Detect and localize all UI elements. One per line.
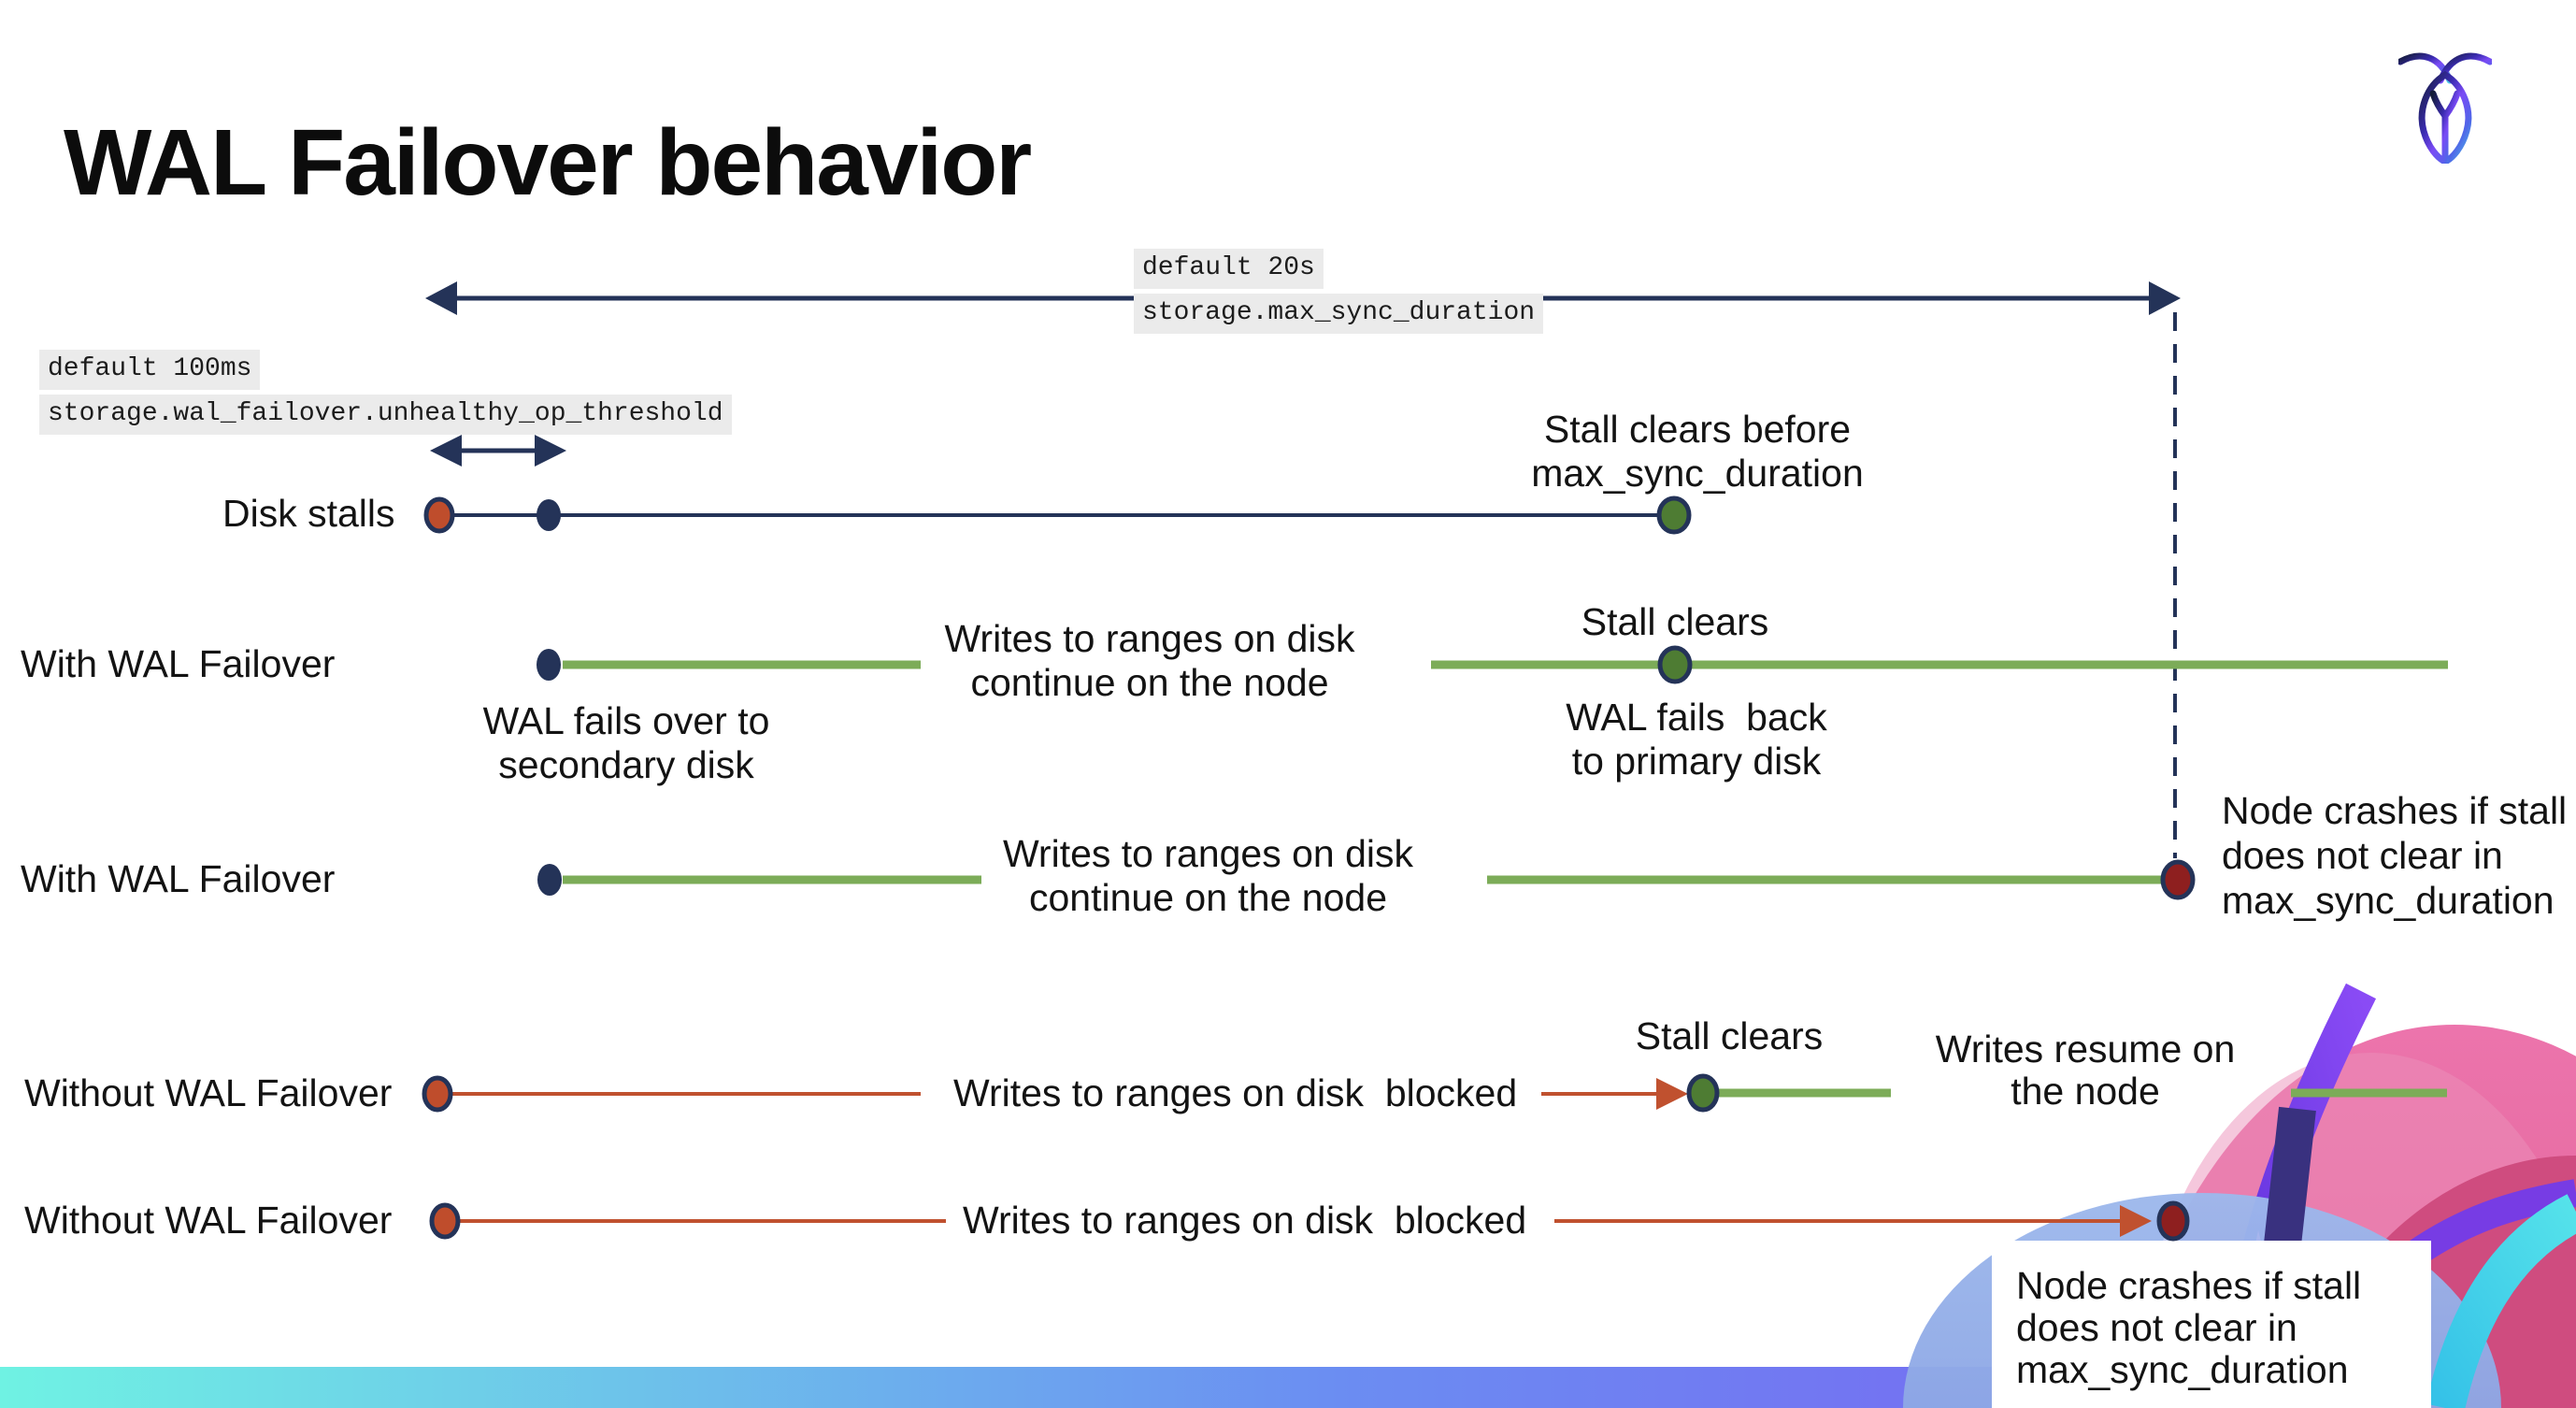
disk-stall-start-dot — [423, 496, 455, 534]
nowal2-crash-dot — [2156, 1200, 2190, 1242]
max-sync-arrowhead-left — [425, 281, 457, 315]
max-sync-duration-setting-label: default 20s storage.max_sync_duration — [1134, 249, 1544, 334]
wal1-failover-dot — [537, 649, 561, 681]
nowal2-stall-start-dot — [429, 1202, 461, 1240]
stall-clears-label-2: Stall clears — [1635, 1014, 1824, 1057]
unhealthy-op-setting-name: storage.wal_failover.unhealthy_op_thresh… — [39, 395, 732, 435]
unhealthy-op-threshold-setting-label: default 100ms storage.wal_failover.unhea… — [39, 350, 732, 435]
writes-resume-label: Writes resume on the node — [1935, 1027, 2236, 1113]
logo-y-stem — [2429, 90, 2461, 164]
row-label-without-wal-failover-1: Without WAL Failover — [24, 1071, 393, 1114]
failover-threshold-dot — [537, 499, 561, 531]
unhealthy-op-default-value: default 100ms — [39, 350, 261, 390]
nowal1-red-arrowhead — [1656, 1078, 1688, 1110]
nowal1-stall-start-dot — [422, 1075, 453, 1113]
nowal2-red-arrowhead — [2120, 1205, 2152, 1237]
stall-clears-before-label: Stall clears before max_sync_duration — [1531, 408, 1864, 495]
row-label-with-wal-failover-2: With WAL Failover — [21, 857, 336, 900]
max-sync-arrowhead-right — [2149, 281, 2181, 315]
wal-fails-back-label: WAL fails back to primary disk — [1566, 696, 1827, 783]
nowal1-stall-clears-dot — [1686, 1073, 1720, 1113]
row-label-without-wal-failover-2: Without WAL Failover — [24, 1199, 393, 1242]
wal-fails-over-label: WAL fails over to secondary disk — [482, 699, 770, 786]
max-sync-setting-name: storage.max_sync_duration — [1134, 294, 1544, 334]
cockroachdb-logo-icon — [2398, 52, 2492, 164]
writes-continue-label-1: Writes to ranges on disk continue on the… — [944, 617, 1355, 704]
node-crashes-label-wal: Node crashes if stall does not clear in … — [2222, 789, 2568, 922]
writes-continue-label-2: Writes to ranges on disk continue on the… — [1002, 832, 1414, 919]
art-cyan-band — [2426, 1194, 2576, 1408]
row-label-disk-stalls: Disk stalls — [222, 492, 395, 535]
writes-blocked-label-1: Writes to ranges on disk blocked — [953, 1071, 1518, 1114]
stall-clears-label-1: Stall clears — [1581, 600, 1769, 643]
max-sync-default-value: default 20s — [1134, 249, 1324, 289]
row-label-with-wal-failover-1: With WAL Failover — [21, 642, 336, 685]
wal2-failover-dot — [537, 864, 562, 896]
stall-clears-early-dot — [1656, 496, 1692, 535]
unhealthy-op-arrowhead-left — [430, 435, 462, 467]
node-crash-callout-box: Node crashes if stall does not clear in … — [1992, 1241, 2431, 1408]
page-title: WAL Failover behavior — [64, 110, 1032, 215]
node-crash-callout-text: Node crashes if stall does not clear in … — [2016, 1264, 2362, 1391]
unhealthy-op-arrowhead-right — [535, 435, 566, 467]
wal1-stall-clears-dot — [1657, 645, 1693, 684]
wal2-crash-dot — [2160, 859, 2196, 900]
writes-blocked-label-2: Writes to ranges on disk blocked — [963, 1199, 1527, 1242]
